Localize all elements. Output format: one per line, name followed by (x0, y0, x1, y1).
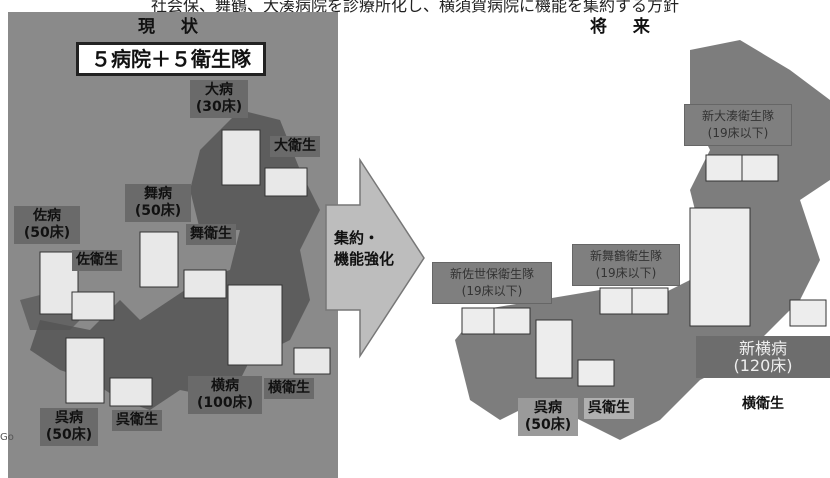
unit-new-ominato: 新大湊衛生隊 (19床以下) (684, 104, 792, 146)
unit-future-kure: 呉衛生 (584, 398, 634, 419)
hospital-beds: (50床) (524, 417, 572, 433)
right-map (455, 40, 830, 440)
hospital-name: 佐病 (33, 208, 61, 224)
future-heading: 将 来 (590, 17, 660, 37)
hospital-new-yokosuka: 新横病 (120床) (696, 336, 830, 378)
unit-name: 新大湊衛生隊 (701, 109, 774, 123)
unit-new-sasebo: 新佐世保衛生隊 (19床以下) (432, 262, 552, 304)
hospital-maizuru: 舞病 (50床) (125, 184, 191, 222)
hospital-yokosuka: 横病 (100床) (188, 376, 262, 414)
unit-beds: (19床以下) (595, 266, 657, 280)
hospital-kure: 呉病 (50床) (40, 408, 98, 446)
arrow-label-line-1: 集約・ (334, 229, 380, 247)
unit-name: 新佐世保衛生隊 (449, 267, 534, 281)
hospital-beds: (120床) (733, 356, 793, 375)
unit-yokosuka: 横衛生 (264, 378, 314, 399)
unit-future-yokosuka: 横衛生 (742, 396, 784, 412)
hospital-name: 新横病 (738, 339, 787, 358)
hospital-sasebo: 佐病 (50床) (14, 206, 80, 244)
left-buildings (39, 129, 331, 407)
unit-name: 新舞鶴衛生隊 (589, 249, 662, 263)
current-heading: 現 状 (138, 17, 208, 37)
hospital-name: 大病 (205, 82, 233, 98)
hospital-beds: (50床) (45, 427, 93, 443)
hospital-beds: (30床) (195, 99, 243, 115)
hospital-beds: (100床) (196, 395, 254, 411)
top-caption: 社会保、舞鶴、大湊病院を診療所化し、横須賀病院に機能を集約する方針 (150, 0, 679, 15)
unit-beds: (19床以下) (461, 284, 523, 298)
edge-text: Go (0, 432, 14, 443)
unit-new-maizuru: 新舞鶴衛生隊 (19床以下) (572, 244, 680, 286)
hospital-name: 舞病 (144, 186, 172, 202)
hospital-beds: (50床) (134, 203, 182, 219)
arrow-label: 集約・ 機能強化 (334, 228, 394, 270)
right-buildings (461, 154, 827, 387)
hospital-ominato: 大病 (30床) (190, 80, 248, 118)
unit-maizuru: 舞衛生 (186, 224, 236, 245)
current-summary-box: ５病院＋５衛生隊 (76, 42, 266, 76)
arrow-label-line-2: 機能強化 (334, 250, 395, 268)
unit-ominato: 大衛生 (270, 136, 320, 157)
hospital-beds: (50床) (23, 225, 71, 241)
hospital-future-kure: 呉病 (50床) (518, 398, 578, 436)
hospital-name: 呉病 (55, 410, 83, 426)
arrow-shape (325, 157, 425, 359)
unit-beds: (19床以下) (707, 126, 769, 140)
hospital-name: 横病 (211, 378, 239, 394)
unit-sasebo: 佐衛生 (72, 250, 122, 271)
hospital-name: 呉病 (534, 400, 562, 416)
unit-kure: 呉衛生 (112, 410, 162, 431)
